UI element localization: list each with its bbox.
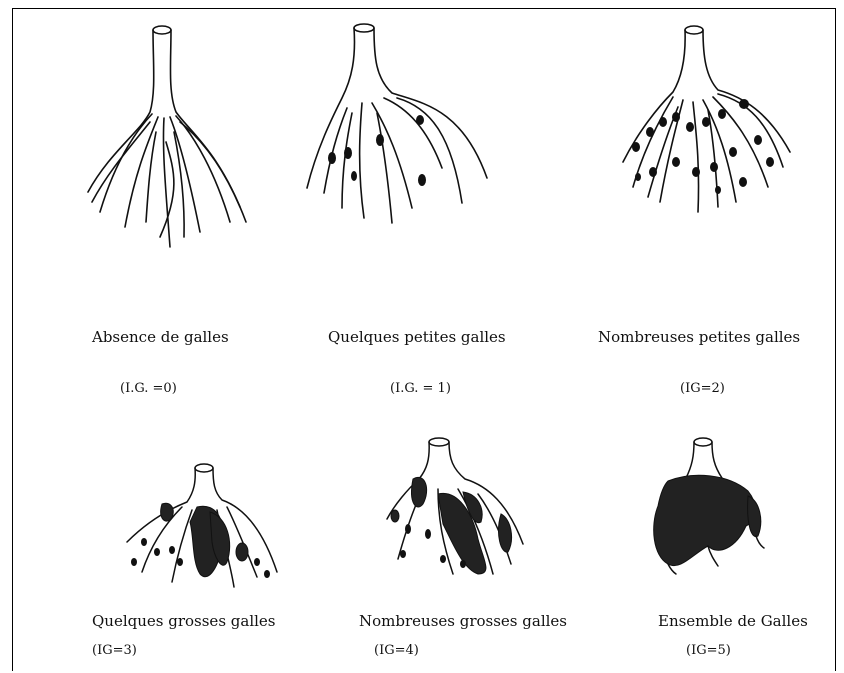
- index-ig5: (IG=5): [686, 643, 731, 658]
- caption-ig1: Quelques petites galles: [328, 328, 506, 346]
- caption-ig5: Ensemble de Galles: [658, 612, 808, 630]
- index-ig2: (IG=2): [680, 381, 725, 396]
- caption-ig3: Quelques grosses galles: [92, 612, 276, 630]
- caption-ig4: Nombreuses grosses galles: [359, 612, 567, 630]
- index-ig4: (IG=4): [374, 643, 419, 658]
- caption-ig2: Nombreuses petites galles: [598, 328, 800, 346]
- root-diagram-ig3: [122, 462, 282, 592]
- index-ig1: (I.G. = 1): [390, 381, 451, 396]
- index-ig3: (IG=3): [92, 643, 137, 658]
- root-diagram-ig0: [80, 22, 255, 252]
- root-diagram-ig1: [302, 18, 492, 228]
- root-diagram-ig4: [383, 434, 533, 584]
- caption-ig0: Absence de galles: [92, 328, 229, 346]
- root-diagram-ig2: [618, 22, 798, 222]
- index-ig0: (I.G. =0): [120, 381, 177, 396]
- root-diagram-ig5: [648, 436, 768, 576]
